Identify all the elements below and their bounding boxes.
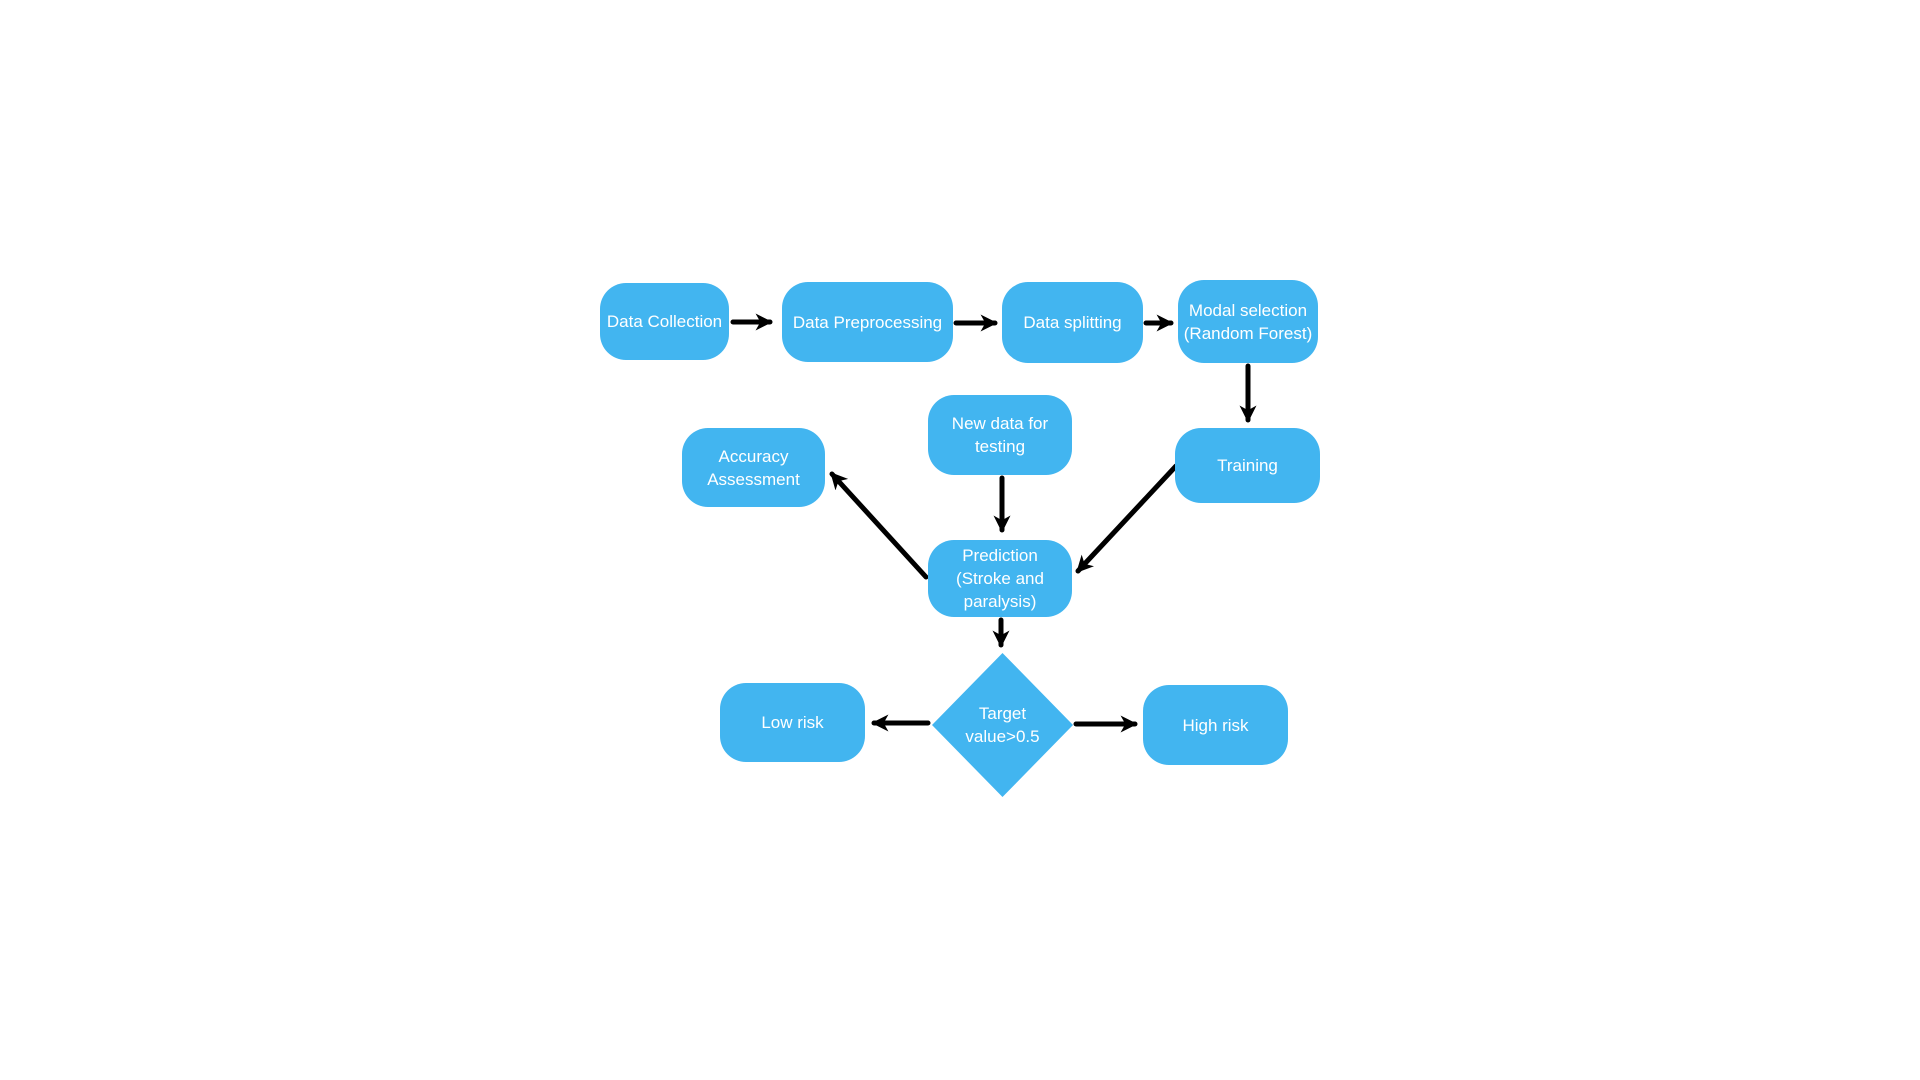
node-low-risk[interactable]: Low risk — [720, 683, 865, 762]
node-data-splitting[interactable]: Data splitting — [1002, 282, 1143, 363]
node-high-risk[interactable]: High risk — [1143, 685, 1288, 765]
node-modal-selection[interactable]: Modal selection(Random Forest) — [1178, 280, 1318, 363]
node-data-preprocessing[interactable]: Data Preprocessing — [782, 282, 953, 362]
node-label-data-collection: Data Collection — [606, 312, 723, 331]
node-label-modal-selection: Modal selection(Random Forest) — [1183, 300, 1313, 343]
node-data-collection[interactable]: Data Collection — [600, 283, 729, 360]
arrow-training-to-prediction — [1075, 463, 1179, 574]
node-label-low-risk: Low risk — [761, 713, 824, 732]
edges-group — [730, 313, 1257, 733]
node-training[interactable]: Training — [1175, 428, 1320, 503]
node-label-training: Training — [1217, 456, 1278, 475]
node-label-data-preprocessing: Data Preprocessing — [792, 312, 943, 332]
node-label-high-risk: High risk — [1182, 715, 1249, 735]
node-label-data-splitting: Data splitting — [1023, 313, 1122, 332]
arrow-prediction-to-accuracy-assessment — [829, 471, 929, 580]
